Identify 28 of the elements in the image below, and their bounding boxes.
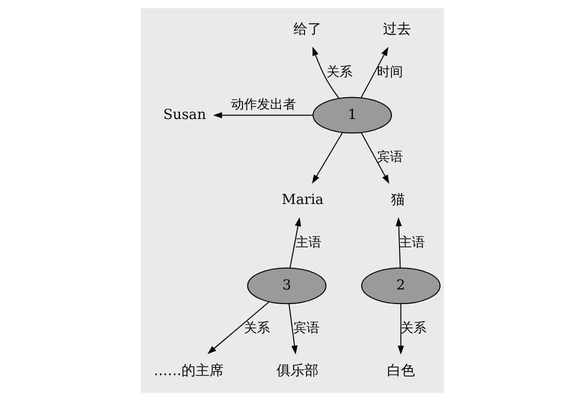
node-text: 给了 (293, 22, 322, 38)
edge-label: 时间 (376, 64, 402, 80)
node-ellipse: 3 (246, 267, 326, 304)
arrow (206, 302, 269, 354)
arrow (360, 132, 389, 184)
node-ellipse: 1 (312, 96, 392, 134)
node-ellipse: 2 (360, 267, 440, 304)
edge-label: 关系 (326, 64, 352, 80)
node-text: 过去 (382, 22, 410, 38)
node-text: ……的主席 (153, 362, 223, 379)
edge-label: 宾语 (293, 320, 320, 336)
node-text: Susan (162, 106, 206, 123)
node-text: Maria (281, 192, 324, 208)
arrow (312, 46, 339, 99)
node-text: 俱乐部 (276, 362, 318, 379)
edge-label: 宾语 (376, 150, 402, 166)
arrow (312, 132, 342, 184)
arrow (395, 217, 402, 268)
edge-label: 主语 (295, 236, 322, 251)
edge-label: 关系 (244, 320, 270, 336)
arrow (288, 303, 298, 354)
arrow (397, 304, 404, 355)
node-text: 猫 (390, 192, 404, 208)
arrow (289, 217, 301, 268)
arrow (212, 112, 313, 118)
edge-label: 动作发出者 (230, 98, 296, 113)
arrow (360, 46, 388, 98)
node-text: 白色 (386, 362, 414, 379)
